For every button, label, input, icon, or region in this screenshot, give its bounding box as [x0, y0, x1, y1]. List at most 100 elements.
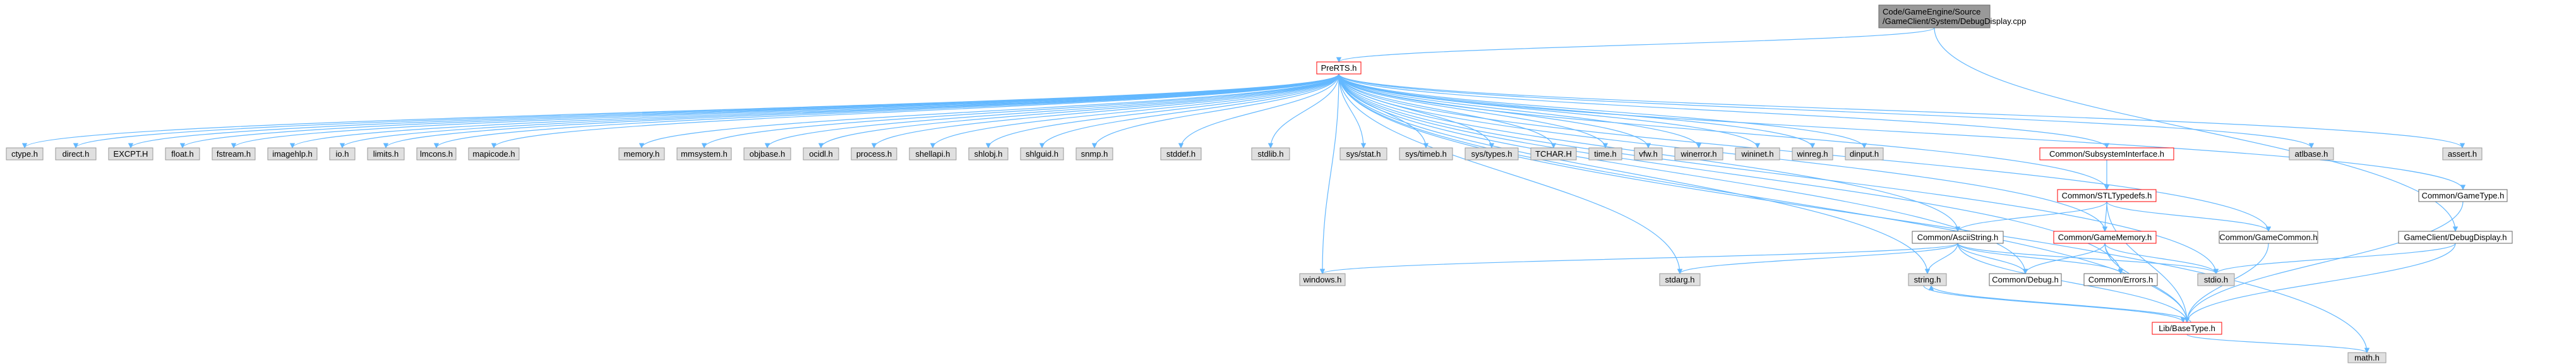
edge-prerts-to-lmcons	[434, 73, 1339, 149]
node-stddef-label: stddef.h	[1166, 149, 1195, 159]
node-sysstat-box	[1339, 147, 1387, 161]
node-vfw[interactable]: vfw.h	[1634, 147, 1663, 161]
node-debug-label: Common/Debug.h	[1992, 275, 2059, 284]
node-stdarg[interactable]: stdarg.h	[1659, 273, 1701, 286]
node-gametype-box	[2418, 189, 2508, 202]
node-basetype[interactable]: Lib/BaseType.h	[2152, 322, 2222, 335]
edge-stltypedefs-to-gamememory	[2102, 201, 2108, 232]
node-excpt[interactable]: EXCPT.H	[108, 147, 153, 161]
node-stltypedefs[interactable]: Common/STLTypedefs.h	[2057, 189, 2157, 202]
node-tchar[interactable]: TCHAR.H	[1530, 147, 1577, 161]
node-assert[interactable]: assert.h	[2442, 147, 2483, 161]
node-ocidl-box	[803, 147, 839, 161]
node-debug[interactable]: Common/Debug.h	[1989, 273, 2062, 286]
node-math[interactable]: math.h	[2347, 352, 2387, 363]
node-systypes-label: sys/types.h	[1471, 149, 1512, 159]
edge-prerts-to-assert	[1338, 73, 2465, 149]
node-root-box	[1878, 4, 1991, 28]
node-prerts[interactable]: PreRTS.h	[1316, 61, 1362, 75]
node-atlbase[interactable]: atlbase.h	[2289, 147, 2334, 161]
node-gamecommon[interactable]: Common/GameCommon.h	[2219, 231, 2318, 244]
node-gamememory[interactable]: Common/GameMemory.h	[2053, 231, 2157, 244]
node-stltypedefs-label: Common/STLTypedefs.h	[2062, 191, 2152, 200]
node-sysstat[interactable]: sys/stat.h	[1339, 147, 1387, 161]
node-stddef[interactable]: stddef.h	[1160, 147, 1202, 161]
node-process-box	[851, 147, 897, 161]
edge-prerts-to-ocidl	[818, 73, 1339, 149]
node-winerror-box	[1674, 147, 1723, 161]
node-time[interactable]: time.h	[1588, 147, 1622, 161]
node-float[interactable]: float.h	[165, 147, 200, 161]
node-errors-box	[2083, 273, 2158, 286]
node-stdlib[interactable]: stdlib.h	[1251, 147, 1290, 161]
edge-prerts-to-direct	[73, 73, 1339, 149]
node-systypes[interactable]: sys/types.h	[1465, 147, 1519, 161]
node-string[interactable]: string.h	[1908, 273, 1947, 286]
node-atlbase-box	[2289, 147, 2334, 161]
node-time-label: time.h	[1594, 149, 1616, 159]
node-stdio[interactable]: stdio.h	[2197, 273, 2235, 286]
node-ocidl-label: ocidl.h	[809, 149, 833, 159]
node-subsys[interactable]: Common/SubsystemInterface.h	[2039, 147, 2174, 161]
node-basetype-label: Lib/BaseType.h	[2159, 324, 2215, 333]
node-winerror[interactable]: winerror.h	[1674, 147, 1723, 161]
node-vfw-label: vfw.h	[1639, 149, 1658, 159]
node-io[interactable]: io.h	[329, 147, 356, 161]
node-errors[interactable]: Common/Errors.h	[2083, 273, 2158, 286]
edge-asciistring-to-windows	[1320, 243, 1958, 274]
node-tchar-box	[1530, 147, 1577, 161]
node-process[interactable]: process.h	[851, 147, 897, 161]
edge-asciistring-to-debug	[1957, 243, 2028, 274]
edge-asciistring-to-stdarg	[1677, 243, 1958, 274]
node-lmcons-label: lmcons.h	[420, 149, 453, 159]
node-debug-box	[1989, 273, 2062, 286]
edge-prerts-to-objbase	[764, 73, 1339, 149]
node-snmp[interactable]: snmp.h	[1075, 147, 1113, 161]
node-winreg[interactable]: winreg.h	[1792, 147, 1833, 161]
node-gamecommon-box	[2219, 231, 2318, 244]
node-winreg-label: winreg.h	[1796, 149, 1828, 159]
node-fstream[interactable]: fstream.h	[212, 147, 256, 161]
node-prerts-box	[1316, 61, 1362, 75]
node-objbase[interactable]: objbase.h	[743, 147, 791, 161]
node-gametype[interactable]: Common/GameType.h	[2418, 189, 2508, 202]
node-wininet[interactable]: wininet.h	[1735, 147, 1780, 161]
node-mapicode[interactable]: mapicode.h	[468, 147, 520, 161]
node-ctype[interactable]: ctype.h	[6, 147, 44, 161]
node-root-label: Code/GameEngine/Source	[1883, 7, 1980, 16]
node-dinput[interactable]: dinput.h	[1845, 147, 1884, 161]
node-sysstat-label: sys/stat.h	[1346, 149, 1381, 159]
node-memory[interactable]: memory.h	[618, 147, 665, 161]
edge-prerts-to-gametype	[1338, 73, 2466, 190]
node-shellapi[interactable]: shellapi.h	[909, 147, 957, 161]
node-shlguid[interactable]: shlguid.h	[1020, 147, 1064, 161]
edge-prerts-to-sysstat	[1338, 73, 1367, 149]
node-debugdisplay[interactable]: GameClient/DebugDisplay.h	[2398, 231, 2513, 244]
edge-prerts-to-shellapi	[930, 73, 1339, 149]
edge-prerts-to-excpt	[128, 73, 1339, 149]
node-shlobj[interactable]: shlobj.h	[968, 147, 1009, 161]
node-float-label: float.h	[171, 149, 193, 159]
node-systimeb[interactable]: sys/timeb.h	[1399, 147, 1453, 161]
node-lmcons[interactable]: lmcons.h	[416, 147, 457, 161]
node-shlguid-box	[1020, 147, 1064, 161]
node-fstream-label: fstream.h	[217, 149, 251, 159]
node-systimeb-box	[1399, 147, 1453, 161]
node-windows[interactable]: windows.h	[1299, 273, 1346, 286]
node-objbase-box	[743, 147, 791, 161]
node-wininet-box	[1735, 147, 1780, 161]
node-memory-label: memory.h	[624, 149, 660, 159]
node-winreg-box	[1792, 147, 1833, 161]
edge-prerts-to-dinput	[1338, 73, 1867, 149]
node-ocidl[interactable]: ocidl.h	[803, 147, 839, 161]
node-imagehlp[interactable]: imagehlp.h	[267, 147, 318, 161]
node-shellapi-label: shellapi.h	[916, 149, 950, 159]
edge-prerts-to-memory	[638, 73, 1339, 149]
edge-basetype-to-string	[1928, 285, 2191, 323]
node-limits[interactable]: limits.h	[367, 147, 405, 161]
node-mmsystem[interactable]: mmsystem.h	[676, 147, 732, 161]
node-root[interactable]: Code/GameEngine/Source/GameClient/System…	[1878, 4, 2026, 28]
node-asciistring[interactable]: Common/AsciiString.h	[1912, 231, 2004, 244]
node-direct[interactable]: direct.h	[55, 147, 97, 161]
